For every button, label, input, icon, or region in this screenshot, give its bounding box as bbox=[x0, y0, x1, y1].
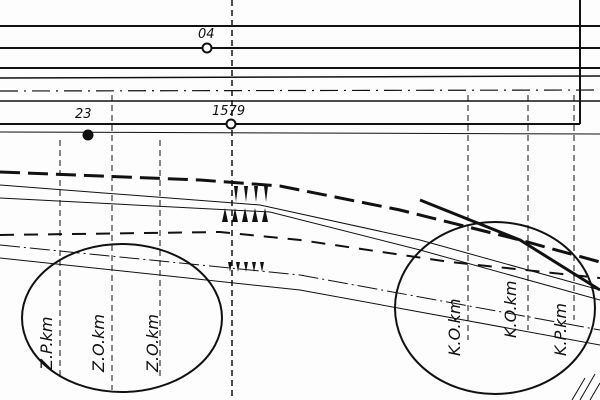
point-marker bbox=[225, 118, 237, 130]
km-label: K.O.km bbox=[445, 299, 464, 356]
track-line bbox=[0, 197, 600, 301]
highlight-ellipse-right bbox=[394, 221, 596, 395]
km-label: K.P.km bbox=[551, 303, 570, 356]
point-marker bbox=[201, 42, 213, 54]
track-line bbox=[419, 198, 600, 292]
track-line bbox=[0, 184, 600, 291]
point-label: 1579 bbox=[212, 104, 245, 119]
highlight-ellipse-left bbox=[21, 243, 223, 393]
track-dashed bbox=[0, 230, 600, 279]
signal-symbols bbox=[222, 186, 268, 272]
track-line bbox=[0, 244, 600, 331]
km-label: Z.O.km bbox=[143, 314, 162, 373]
track-dashed-heavy bbox=[0, 170, 600, 264]
point-label: 23 bbox=[75, 107, 92, 122]
track-line bbox=[0, 131, 600, 135]
point-marker-filled bbox=[82, 129, 94, 141]
boundary-line bbox=[0, 89, 600, 92]
track-line bbox=[0, 75, 600, 79]
point-label: 04 bbox=[198, 27, 215, 42]
track-line bbox=[0, 257, 600, 346]
km-label: Z.O.km bbox=[89, 314, 108, 373]
hatch-area bbox=[571, 373, 600, 400]
km-label: Z.P.km bbox=[37, 317, 56, 371]
km-label: K.O.km bbox=[501, 281, 520, 338]
